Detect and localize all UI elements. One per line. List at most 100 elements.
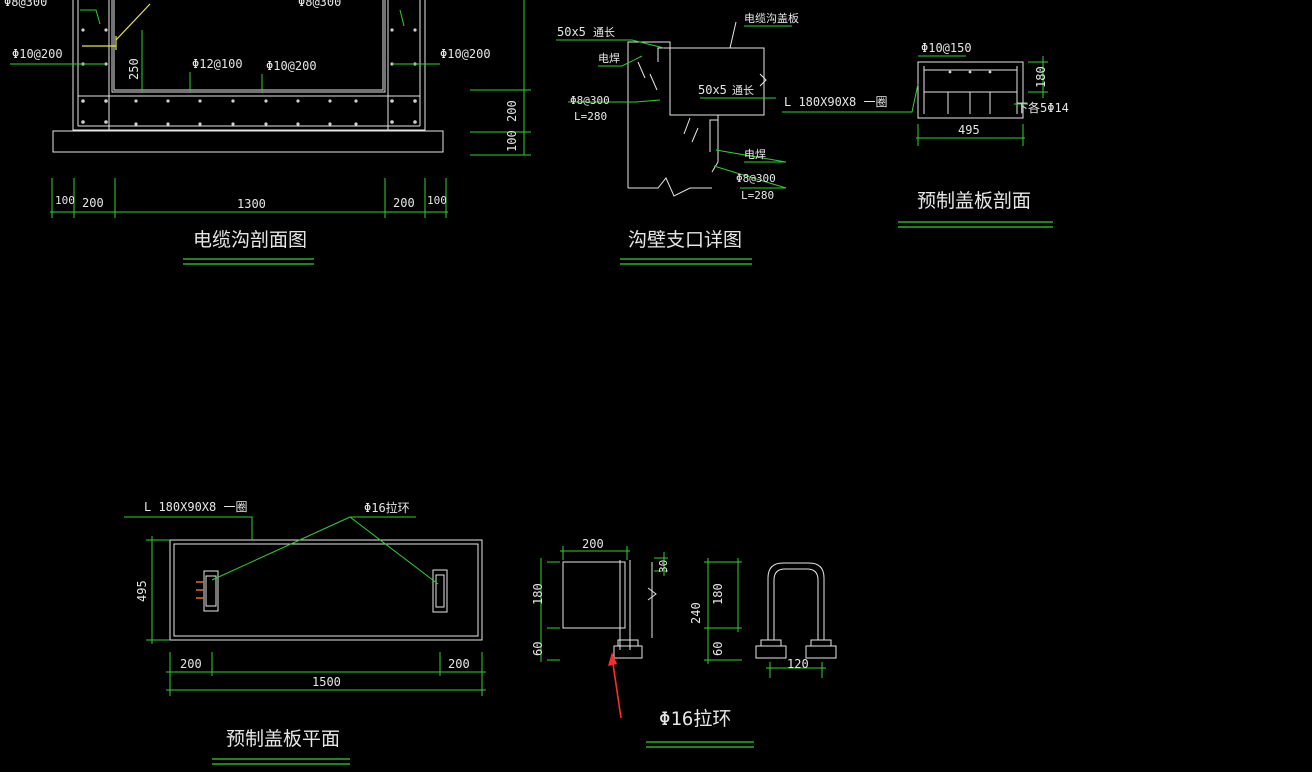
trench-title-underline — [183, 258, 314, 265]
pull-ring-side-block — [562, 561, 626, 629]
cover-plan-ring-left-mark — [196, 581, 204, 599]
cover-plan-ring-right — [432, 569, 448, 613]
pull-ring-red-arrow — [611, 656, 622, 719]
cover-plan-ring-left-inner — [205, 575, 217, 607]
pull-ring-u-dim — [766, 662, 826, 678]
cover-plan-dim-h-lines — [166, 652, 486, 696]
support-label-angle-top: 50x5 — [557, 25, 586, 39]
support-label-cover: 电缆沟盖板 — [744, 11, 799, 25]
cover-plan-ring-left — [203, 570, 219, 612]
trench-outer-wall — [72, 0, 426, 131]
pull-ring-dim-30: 30 — [657, 560, 670, 573]
cover-section: Φ10@150 L 180X90X8 一圈 下各5Φ14 180 495 预制盖… — [782, 41, 1069, 228]
trench-label-rebar-bottom-a: Φ12@100 — [192, 57, 243, 71]
cover-section-label-angle: L 180X90X8 一圈 — [784, 95, 887, 109]
trench-label-rebar-bottom-b: Φ10@200 — [266, 59, 317, 73]
cover-plan-dim-v: 495 — [135, 580, 149, 602]
trench-dim-h-3: 1300 — [237, 197, 266, 211]
cover-plan-outline — [169, 539, 483, 641]
cover-plan-label-angle: L 180X90X8 一圈 — [144, 500, 247, 514]
cover-section-stirrups — [947, 92, 991, 114]
trench-inner-wall — [111, 0, 386, 93]
support-label-rebar-2: Φ8@300 — [736, 172, 776, 185]
trench-dim-h-4: 200 — [393, 196, 415, 210]
pull-ring-dim-120: 120 — [787, 657, 809, 671]
cover-section-title-underline — [898, 221, 1053, 228]
support-label-rebar-1: Φ8@300 — [570, 94, 610, 107]
support-title: 沟壁支口详图 — [628, 229, 742, 251]
trench-dim-200: 200 — [505, 100, 519, 122]
trench-dim-100: 100 — [505, 130, 519, 152]
support-label-weld-2: 电焊 — [744, 147, 766, 161]
support-label-weld-1: 电焊 — [598, 51, 620, 65]
cover-plan: L 180X90X8 一圈 Φ16拉环 495 200 1500 200 预制盖… — [124, 500, 486, 765]
pull-ring-side-nut — [613, 639, 643, 659]
cover-section-label-rebar-top: Φ10@150 — [921, 41, 972, 55]
pull-ring-side-break — [647, 562, 657, 638]
support-label-angle-side-note: 通长 — [732, 84, 754, 97]
cover-section-dim-w: 495 — [958, 123, 980, 137]
pull-ring: 200 30 180 60 240 180 60 120 Φ16拉环 — [531, 537, 837, 748]
trench-label-cut-left: Φ8@300 — [4, 0, 47, 9]
cover-plan-label-ring: Φ16拉环 — [364, 500, 410, 515]
cover-plan-dim-v-lines — [146, 536, 170, 644]
pull-ring-u-inner — [773, 568, 819, 640]
cover-plan-inner — [173, 543, 479, 637]
trench-inner-rebar — [113, 0, 384, 91]
cover-section-rebar — [923, 66, 1018, 114]
trench-leaders — [10, 9, 440, 92]
trench-base-slab — [52, 130, 444, 153]
trench-dim-h-2: 200 — [82, 196, 104, 210]
trench-dim-bottom-lines — [50, 178, 448, 218]
support-detail: 50x5 通长 电焊 电缆沟盖板 Φ8@300 L=280 50x5 通长 电焊… — [556, 11, 799, 265]
pull-ring-dim-240: 240 — [689, 602, 703, 624]
cover-section-outline — [917, 61, 1024, 119]
cover-plan-dim-total: 1500 — [312, 675, 341, 689]
trench-section: Φ8@300 Φ8@300 Φ10@200 Φ10@200 Φ12@100 Φ1… — [4, 0, 531, 265]
cover-section-label-rebar-bottom: 下各5Φ14 — [1016, 100, 1069, 115]
support-label-len-2: L=280 — [741, 189, 774, 202]
pull-ring-u-nuts — [755, 639, 837, 659]
pull-ring-red-arrowhead — [608, 652, 617, 666]
cover-plan-dim-right: 200 — [448, 657, 470, 671]
trench-dim-h-5: 100 — [427, 194, 447, 207]
pull-ring-side-dims — [540, 546, 668, 662]
support-label-angle-top-note: 通长 — [593, 26, 615, 39]
trench-highlight-mark — [82, 3, 151, 50]
pull-ring-dim-180-a: 180 — [531, 583, 545, 605]
support-leaders — [556, 25, 792, 189]
trench-wall-lines — [108, 0, 389, 130]
trench-dim-right-lines — [470, 0, 531, 156]
cover-section-leaders — [782, 55, 1048, 146]
cover-section-dots — [948, 70, 992, 74]
pull-ring-dim-180-b: 180 — [711, 583, 725, 605]
trench-dim-250: 250 — [127, 58, 141, 80]
cover-section-title: 预制盖板剖面 — [917, 190, 1031, 212]
support-label-angle-side: 50x5 — [698, 83, 727, 97]
trench-rebar-dots — [81, 28, 417, 126]
support-break-lines — [729, 21, 767, 87]
pull-ring-title-underline — [646, 741, 754, 748]
trench-label-rebar-right: Φ10@200 — [440, 47, 491, 61]
cover-plan-ring-right-inner — [435, 574, 445, 608]
pull-ring-dim-60-a: 60 — [531, 642, 545, 656]
cover-section-dim-h: 180 — [1034, 66, 1048, 88]
cover-plan-dim-left: 200 — [180, 657, 202, 671]
trench-title: 电缆沟剖面图 — [193, 229, 307, 251]
pull-ring-u-outer — [767, 562, 825, 640]
trench-rebar-outline — [77, 0, 421, 127]
pull-ring-front-dims-v — [704, 558, 742, 664]
pull-ring-dim-60-b: 60 — [711, 642, 725, 656]
pull-ring-side-rod — [619, 560, 631, 650]
cover-plan-leaders — [124, 516, 439, 585]
support-title-underline — [620, 258, 752, 265]
trench-label-rebar-left: Φ10@200 — [12, 47, 63, 61]
pull-ring-dim-top: 200 — [582, 537, 604, 551]
support-label-len-1: L=280 — [574, 110, 607, 123]
trench-dim-h-1: 100 — [55, 194, 75, 207]
trench-label-cut-right: Φ8@300 — [298, 0, 341, 9]
pull-ring-title: Φ16拉环 — [659, 708, 731, 730]
cover-plan-title-underline — [212, 758, 350, 765]
cover-plan-title: 预制盖板平面 — [226, 728, 340, 750]
